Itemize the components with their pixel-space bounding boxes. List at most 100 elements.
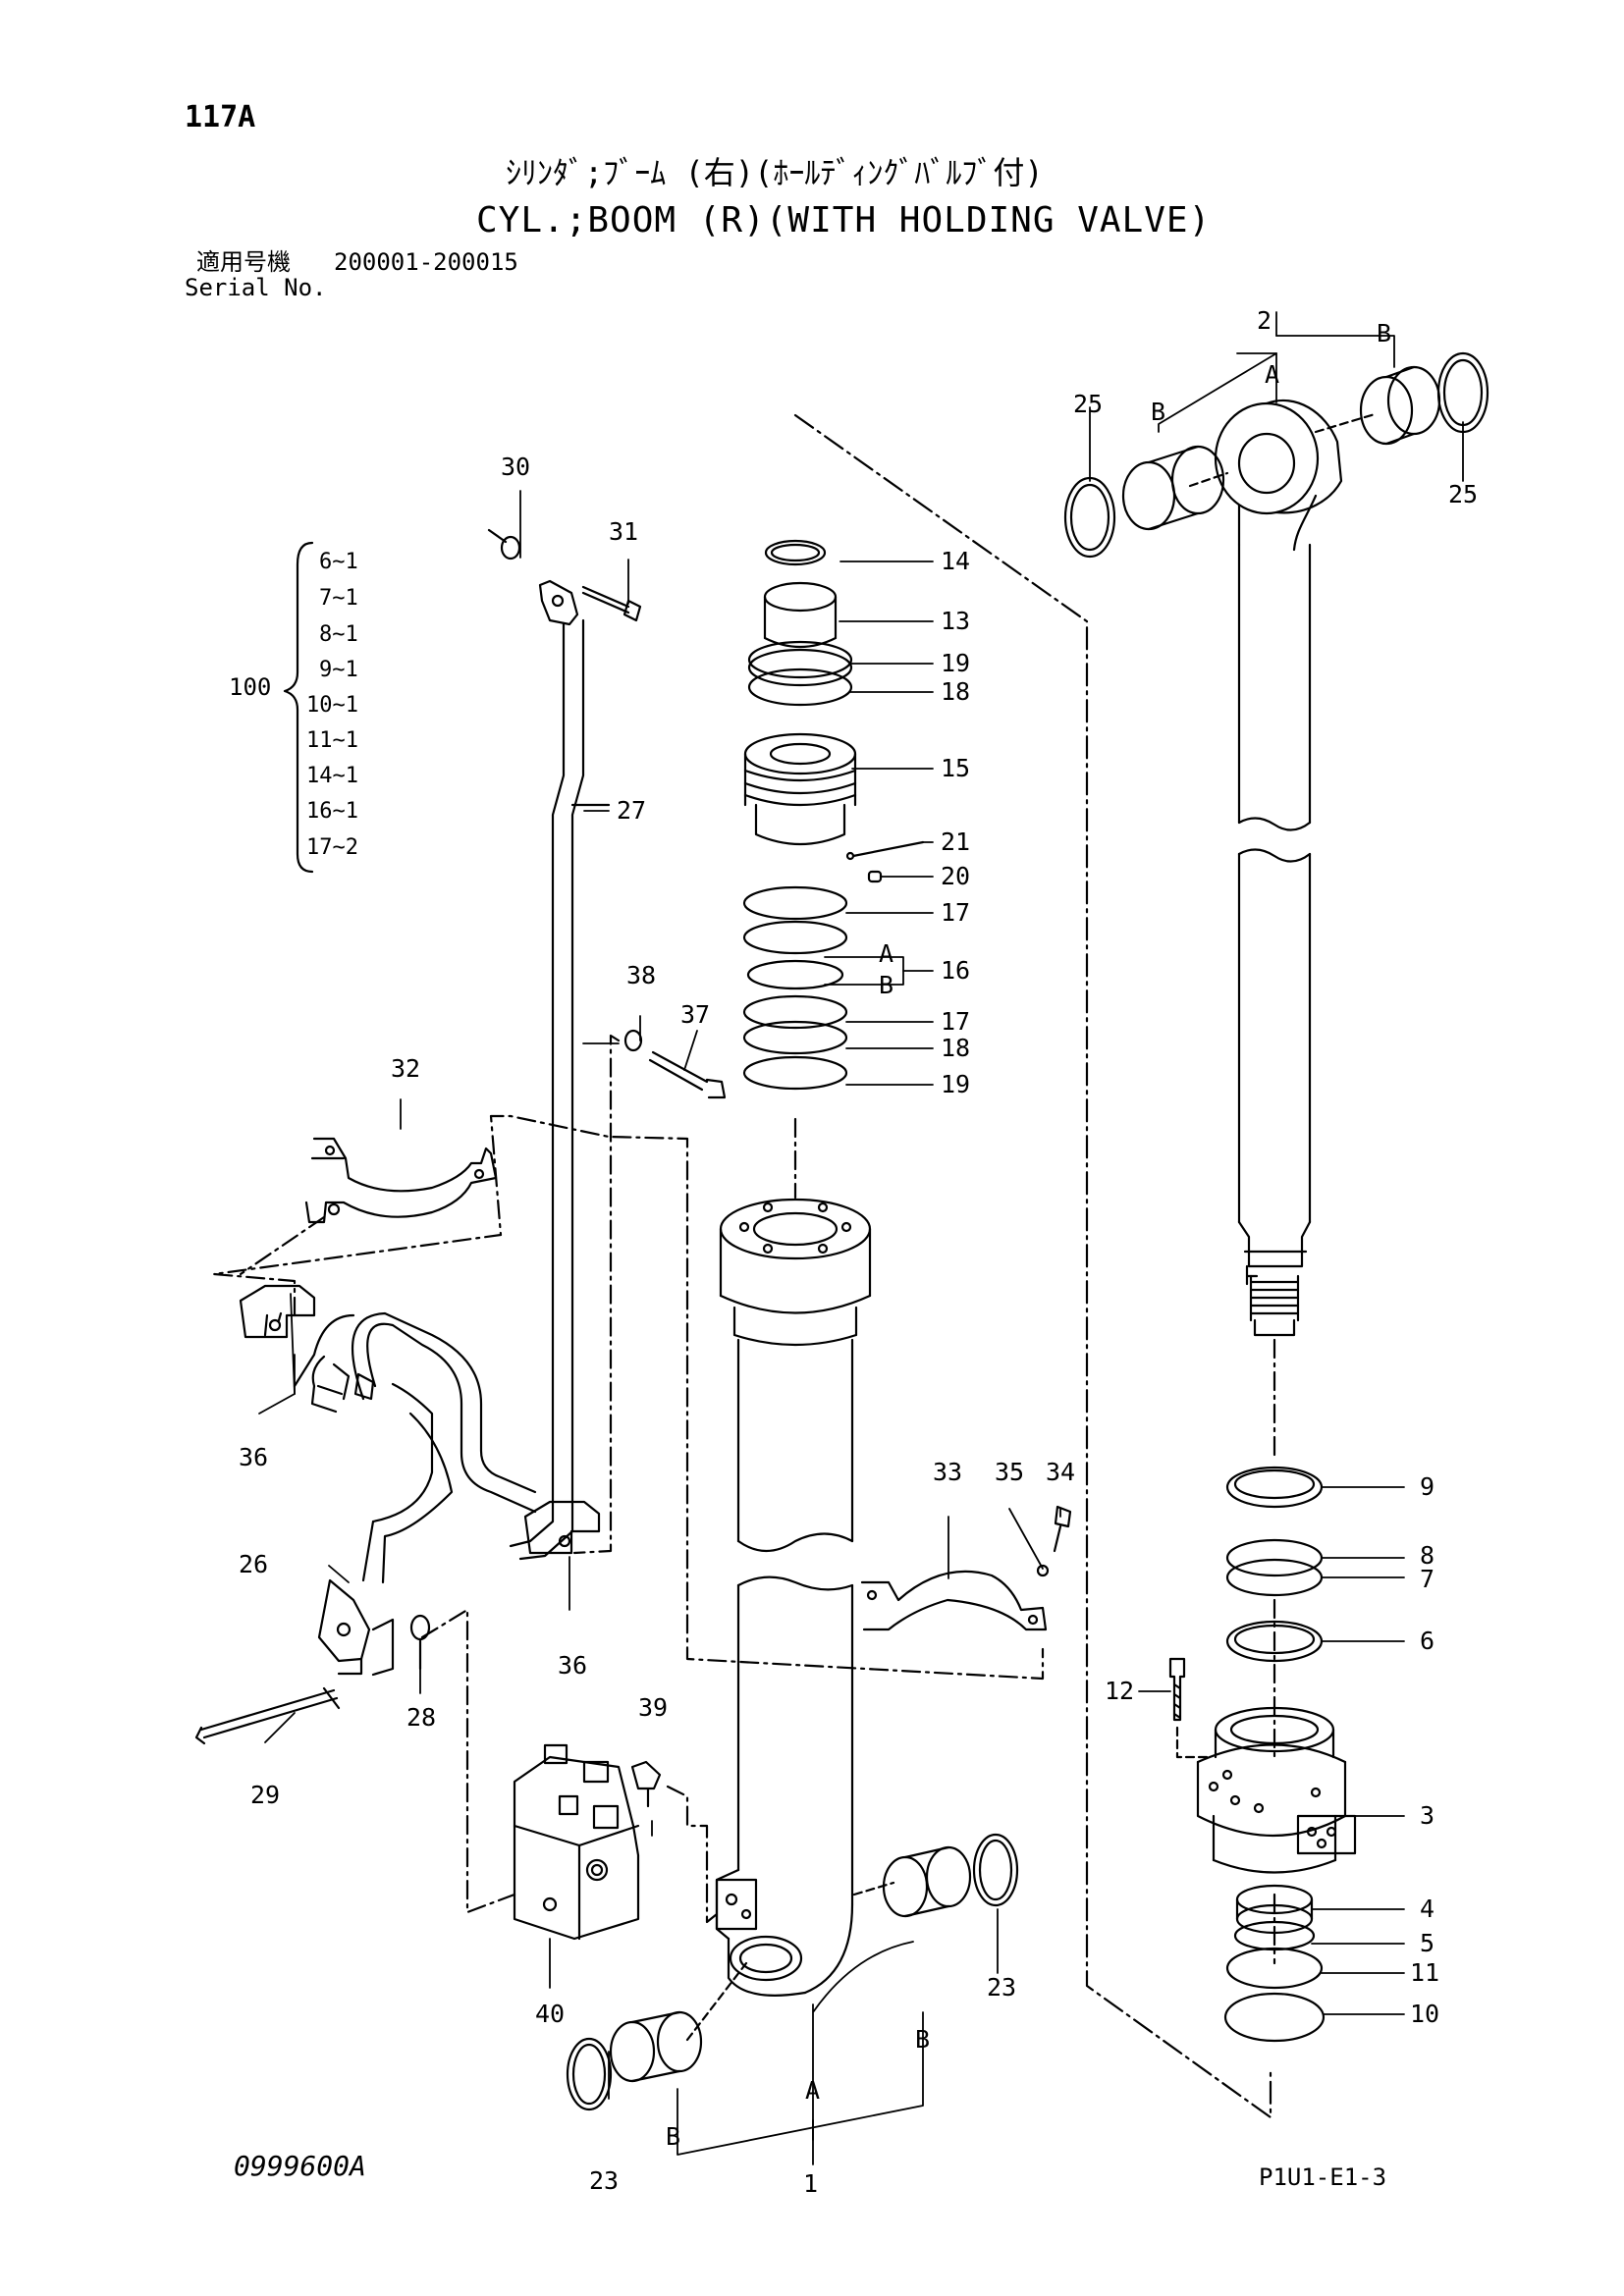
callout-32: 32 <box>391 1054 420 1083</box>
washer-30 <box>487 528 508 544</box>
callout-36: 36 <box>558 1651 587 1680</box>
piston-parts <box>742 539 925 1200</box>
cylinder-head <box>1196 1706 1357 1874</box>
callout-6: 6 <box>1420 1627 1435 1655</box>
callout-17: 17 <box>941 1007 970 1036</box>
title-english: CYL.;BOOM (R)(WITH HOLDING VALVE) <box>476 200 1212 240</box>
seal-23-right <box>972 1833 1019 1907</box>
kit-item: 8~1 <box>319 622 358 647</box>
seal-23-left <box>566 2037 613 2111</box>
callout-5: 5 <box>1420 1929 1435 1957</box>
kit-item: 9~1 <box>319 658 358 682</box>
holding-valve-40 <box>513 1743 640 1941</box>
callout-15: 15 <box>941 754 970 782</box>
sub-label-b: B <box>915 2025 930 2054</box>
callout-13: 13 <box>941 607 970 635</box>
callout-10: 10 <box>1410 2000 1439 2028</box>
callout-23: 23 <box>987 1973 1016 2002</box>
callout-21: 21 <box>941 828 970 856</box>
serial-label-japanese: 適用号機 <box>196 248 291 276</box>
callout-25: 25 <box>1073 390 1103 418</box>
callout-38: 38 <box>626 961 656 989</box>
rod-thread <box>1249 1274 1300 1322</box>
bolt-34 <box>1053 1505 1072 1553</box>
assembly-boundary <box>793 413 1272 2119</box>
clamp-32 <box>304 1137 498 1224</box>
clamp-36-upper <box>239 1284 316 1339</box>
kit-item: 7~1 <box>319 586 358 611</box>
sub-label-b: B <box>1151 398 1165 426</box>
sub-label-b: B <box>879 971 893 999</box>
pipe-26 <box>293 1311 537 1677</box>
kit-item: 10~1 <box>306 693 358 718</box>
seal-25-left <box>1063 476 1116 559</box>
callout-16: 16 <box>941 956 970 985</box>
callout-19: 19 <box>941 1070 970 1098</box>
callout-29: 29 <box>250 1781 280 1809</box>
bolt-31 <box>581 585 642 622</box>
sub-label-b: B <box>1377 319 1391 347</box>
bolt-29 <box>194 1686 341 1745</box>
kit-item: 6~1 <box>319 550 358 574</box>
callout-9: 9 <box>1420 1472 1435 1501</box>
bolt-37 <box>648 1050 727 1099</box>
callout-23: 23 <box>589 2166 619 2195</box>
serial-label-english: Serial No. <box>185 274 327 301</box>
clamp-36-lower <box>523 1500 601 1555</box>
piston-15 <box>743 732 857 775</box>
callout-labels: 1 2 3 4 5 6 7 8 9 10 11 12 13 14 15 16 1… <box>239 306 1478 2198</box>
callout-4: 4 <box>1420 1895 1435 1923</box>
sub-label-a: A <box>1265 360 1279 389</box>
callout-17: 17 <box>941 898 970 927</box>
callout-40: 40 <box>535 2000 565 2028</box>
sub-label-b: B <box>666 2122 680 2151</box>
bushing-right <box>1359 375 1414 446</box>
callout-18: 18 <box>941 677 970 706</box>
washer-35 <box>1036 1564 1050 1577</box>
callout-20: 20 <box>941 862 970 890</box>
kit-item: 16~1 <box>306 799 358 824</box>
callout-35: 35 <box>995 1458 1024 1486</box>
callout-26: 26 <box>239 1550 268 1578</box>
head-seal-rings <box>1223 1884 1326 2043</box>
callout-11: 11 <box>1410 1958 1439 1987</box>
cylinder-tube <box>715 1198 872 1997</box>
callout-1: 1 <box>803 2169 818 2198</box>
sub-label-a: A <box>805 2076 820 2105</box>
seal-25-right <box>1436 351 1489 434</box>
kit-item: 14~1 <box>306 764 358 788</box>
callout-36: 36 <box>239 1443 268 1471</box>
callout-18: 18 <box>941 1034 970 1062</box>
sub-label-a: A <box>879 939 893 968</box>
page-number: 117A <box>185 100 256 134</box>
callout-12: 12 <box>1105 1677 1134 1705</box>
callout-2: 2 <box>1257 306 1272 335</box>
kit-brace <box>283 541 314 874</box>
callout-8: 8 <box>1420 1541 1435 1570</box>
routing-lines <box>212 1034 1045 1924</box>
kit-item: 11~1 <box>306 728 358 753</box>
serial-range: 200001-200015 <box>334 248 518 276</box>
collar-13 <box>763 581 838 613</box>
piston-rod-assembly <box>1214 399 1343 1965</box>
callout-30: 30 <box>501 453 530 481</box>
callout-33: 33 <box>933 1458 962 1486</box>
washer-38 <box>623 1029 643 1052</box>
document-code: 0999600A <box>234 2150 366 2182</box>
callout-25: 25 <box>1448 480 1478 508</box>
callout-28: 28 <box>406 1703 436 1732</box>
fitting-39 <box>630 1760 662 1808</box>
kit-number: 100 <box>229 673 272 701</box>
callout-3: 3 <box>1420 1801 1435 1830</box>
rod-eye <box>1214 401 1320 515</box>
clamp-33 <box>860 1570 1048 1631</box>
callout-27: 27 <box>617 796 646 825</box>
kit-item: 17~2 <box>306 835 358 860</box>
pipe-27 <box>509 579 611 1561</box>
bottom-bushings <box>566 1833 1019 2111</box>
callout-39: 39 <box>638 1693 668 1722</box>
rod-upper <box>1237 543 1312 825</box>
callout-7: 7 <box>1420 1565 1435 1593</box>
rod-lower <box>1237 848 1312 863</box>
callout-19: 19 <box>941 649 970 677</box>
